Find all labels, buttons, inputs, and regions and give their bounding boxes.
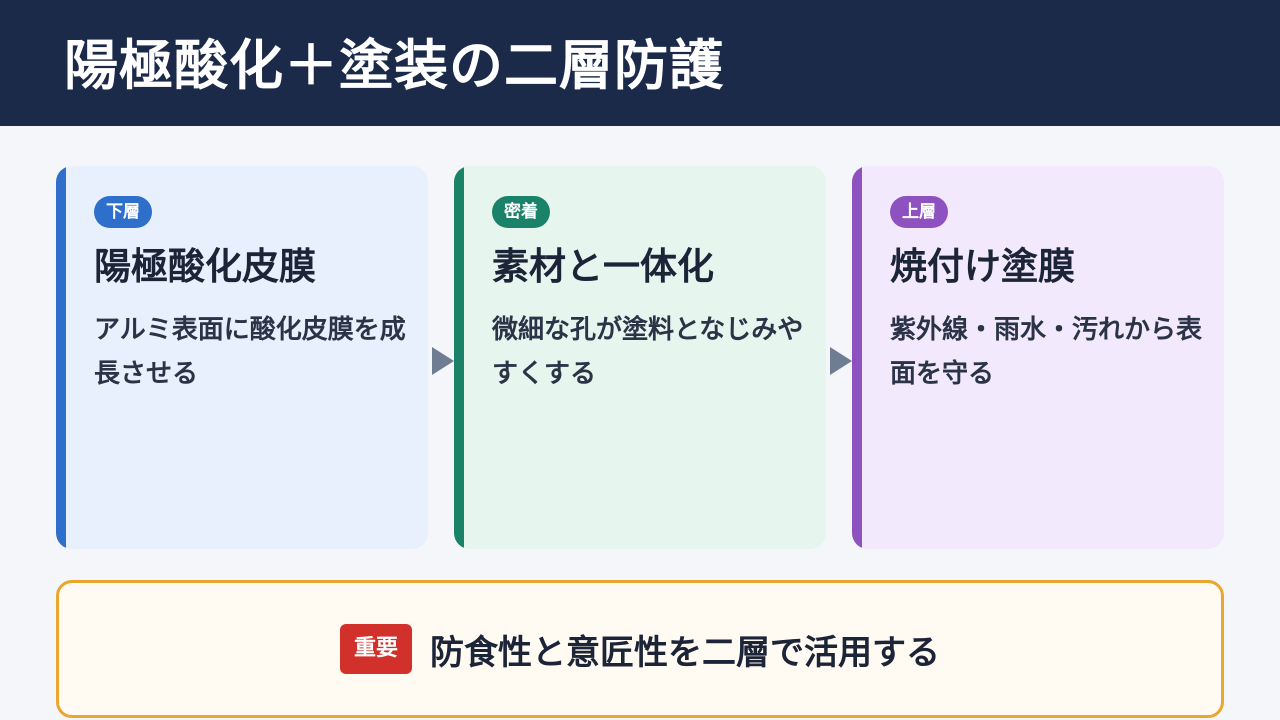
card-lower-layer: 下層 陽極酸化皮膜 アルミ表面に酸化皮膜を成長させる xyxy=(56,166,428,549)
card-accent-bar xyxy=(454,166,464,549)
card-adhesion: 密着 素材と一体化 微細な孔が塗料となじみやすくする xyxy=(454,166,826,549)
header-banner: 陽極酸化＋塗装の二層防護 xyxy=(0,0,1280,126)
card-description: 微細な孔が塗料となじみやすくする xyxy=(492,315,804,389)
card-badge: 下層 xyxy=(94,196,152,228)
card-description: 紫外線・雨水・汚れから表面を守る xyxy=(890,315,1203,389)
important-note-text: 防食性と意匠性を二層で活用する xyxy=(430,632,940,673)
arrow-right-icon xyxy=(830,347,852,375)
card-accent-bar xyxy=(56,166,66,549)
page-title: 陽極酸化＋塗装の二層防護 xyxy=(64,34,724,97)
important-badge: 重要 xyxy=(339,624,412,674)
card-badge: 密着 xyxy=(492,196,550,228)
arrow-right-icon xyxy=(432,347,454,375)
card-heading: 陽極酸化皮膜 xyxy=(94,245,316,288)
card-heading: 素材と一体化 xyxy=(492,245,714,288)
card-accent-bar xyxy=(852,166,862,549)
card-upper-layer: 上層 焼付け塗膜 紫外線・雨水・汚れから表面を守る xyxy=(852,166,1224,549)
card-description: アルミ表面に酸化皮膜を成長させる xyxy=(94,315,406,389)
card-badge: 上層 xyxy=(890,196,948,228)
card-heading: 焼付け塗膜 xyxy=(890,245,1075,288)
important-note-box: 重要 防食性と意匠性を二層で活用する xyxy=(56,580,1224,718)
